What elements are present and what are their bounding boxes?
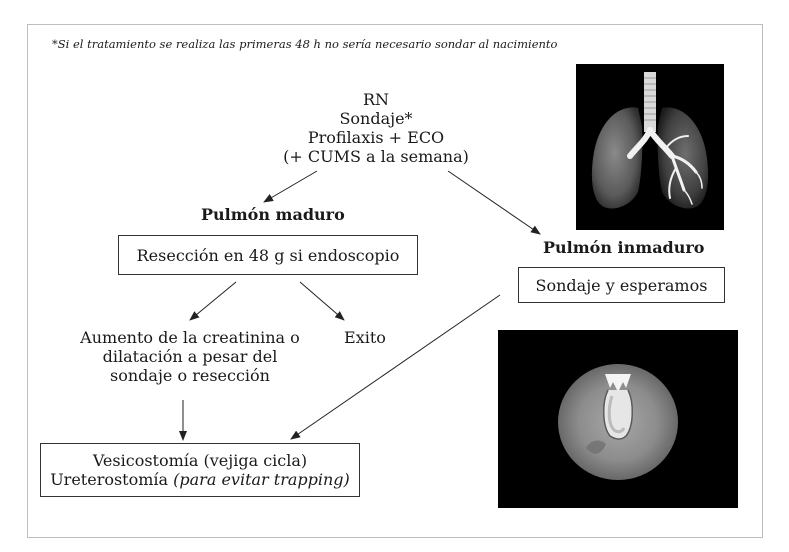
final-line-2-normal: Ureterostomía — [50, 470, 174, 489]
failure-line-1: Aumento de la creatinina o — [80, 328, 300, 347]
start-line-rn: RN — [362, 90, 390, 109]
arrow-wait-to-final — [290, 294, 501, 440]
success-outcome: Exito — [344, 328, 386, 347]
mature-lung-label: Pulmón maduro — [201, 205, 345, 224]
final-box: Vesicostomía (vejiga cicla) Ureterostomí… — [40, 443, 360, 497]
resection-box: Resección en 48 g si endoscopio — [118, 235, 418, 275]
arrow-resection-to-failure — [189, 281, 237, 321]
final-line-2-italic: (para evitar trapping) — [173, 470, 350, 489]
endoscopic-image — [498, 330, 738, 508]
wait-box: Sondaje y esperamos — [518, 267, 725, 303]
arrow-start-to-immature — [447, 170, 541, 235]
start-line-profilaxis: Profilaxis + ECO — [307, 128, 445, 147]
lungs-image — [576, 64, 724, 230]
immature-lung-label: Pulmón inmaduro — [543, 238, 705, 257]
failure-line-3: sondaje o resección — [110, 366, 270, 385]
final-line-2: Ureterostomía (para evitar trapping) — [41, 470, 359, 489]
start-node: RN Sondaje* Profilaxis + ECO (+ CUMS a l… — [276, 90, 476, 166]
final-line-1: Vesicostomía (vejiga cicla) — [92, 451, 308, 470]
arrow-resection-to-success — [299, 281, 345, 321]
failure-line-2: dilatación a pesar del — [102, 347, 278, 366]
endoscopic-illustration — [558, 364, 678, 480]
lungs-illustration — [591, 72, 709, 209]
diagram-frame — [27, 24, 763, 538]
start-line-sondaje: Sondaje* — [339, 109, 413, 128]
footnote: *Si el tratamiento se realiza las primer… — [52, 37, 558, 51]
arrow-start-to-mature — [263, 170, 318, 203]
start-line-cums: (+ CUMS a la semana) — [283, 147, 469, 166]
failure-outcome: Aumento de la creatinina o dilatación a … — [55, 328, 325, 385]
